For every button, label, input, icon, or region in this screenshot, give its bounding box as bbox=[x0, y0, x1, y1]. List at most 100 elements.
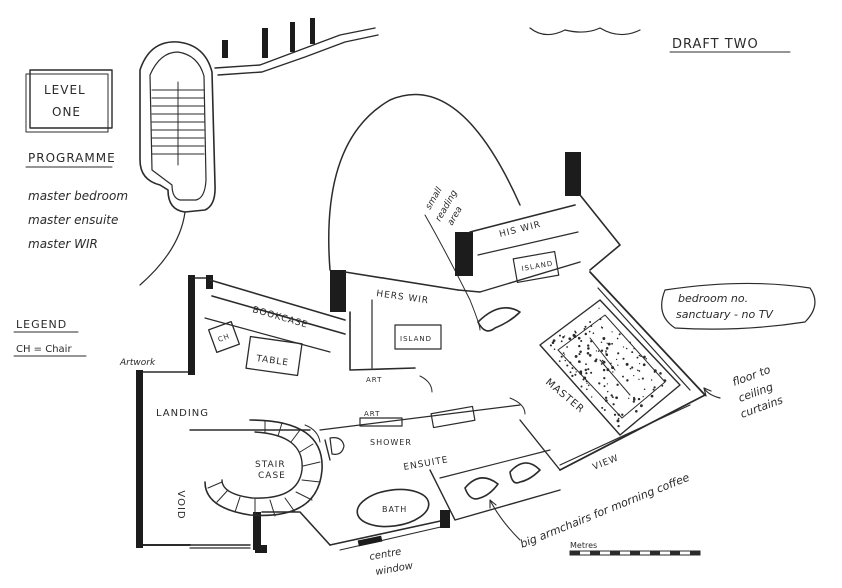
bed-texture-dot bbox=[562, 352, 565, 354]
bed-texture-dot bbox=[577, 336, 581, 340]
bed-texture-dot bbox=[631, 366, 634, 369]
bed-texture-dot bbox=[650, 394, 654, 398]
label-shower: SHOWER bbox=[370, 438, 412, 447]
scale-label: Metres bbox=[570, 541, 597, 550]
bed-texture-dot bbox=[566, 346, 568, 348]
bed-texture-dot bbox=[603, 409, 606, 411]
bed-texture-dot bbox=[578, 344, 581, 348]
bed-texture-dot bbox=[603, 361, 606, 364]
bed-texture-dot bbox=[597, 350, 600, 353]
bed-texture-dot bbox=[578, 361, 581, 364]
bed-texture-dot bbox=[607, 342, 611, 346]
bed-texture-dot bbox=[622, 357, 625, 360]
bed-texture-dot bbox=[611, 342, 614, 345]
bed-texture-dot bbox=[633, 348, 635, 350]
bed-texture-dot bbox=[592, 332, 595, 334]
bed-texture-dot bbox=[571, 374, 574, 378]
spiral-staircase bbox=[204, 419, 323, 517]
bed-texture-dot bbox=[599, 318, 602, 321]
label-bookcase: BOOKCASE bbox=[251, 305, 309, 330]
bed-texture-dot bbox=[594, 359, 597, 363]
label-view: VIEW bbox=[591, 453, 620, 473]
bed-texture-dot bbox=[612, 403, 615, 406]
bed-texture-dot bbox=[605, 347, 609, 350]
bed-texture-dot bbox=[590, 324, 593, 328]
bed-texture-dot bbox=[625, 347, 628, 350]
label-table: TABLE bbox=[255, 354, 290, 369]
draft-label: DRAFT TWO bbox=[672, 37, 759, 52]
bed-texture-dot bbox=[605, 353, 609, 356]
bed-texture-dot bbox=[587, 344, 590, 347]
legend-entry: CH = Chair bbox=[16, 344, 72, 355]
note-armchairs: big armchairs for morning coffee bbox=[518, 471, 691, 551]
bed-texture-dot bbox=[574, 331, 577, 334]
bed-texture-dot bbox=[653, 369, 657, 373]
bed-texture-dot bbox=[626, 379, 629, 382]
bed-texture-dot bbox=[579, 350, 582, 353]
bed-texture-dot bbox=[650, 379, 653, 381]
label-void: VOID bbox=[175, 490, 186, 519]
bed-texture-dot bbox=[637, 397, 641, 401]
bed-texture-dot bbox=[636, 356, 639, 359]
bed-texture-dot bbox=[612, 371, 614, 373]
note-sanctuary-1: bedroom no. bbox=[678, 292, 748, 305]
programme-title: PROGRAMME bbox=[28, 151, 116, 165]
bed-texture-dot bbox=[611, 331, 613, 333]
bed-texture-dot bbox=[585, 368, 587, 371]
bed-texture-dot bbox=[551, 341, 555, 344]
bed-texture-dot bbox=[595, 350, 598, 352]
bed-texture-dot bbox=[617, 364, 619, 366]
bed-texture-dot bbox=[640, 404, 643, 408]
bed-texture-dot bbox=[569, 371, 572, 374]
bed-texture-dot bbox=[558, 360, 561, 362]
bed-texture-dot bbox=[563, 335, 566, 337]
bed-texture-dot bbox=[603, 385, 606, 388]
bed-texture-dot bbox=[587, 384, 590, 387]
bed-texture-dot bbox=[590, 340, 593, 343]
label-hers-wir: HERS WIR bbox=[376, 289, 430, 306]
bed-texture-dot bbox=[566, 364, 569, 367]
bed-texture-dot bbox=[569, 361, 572, 364]
bed-texture-dot bbox=[583, 376, 587, 380]
bed-texture-dot bbox=[564, 354, 566, 356]
top-boundary-fragment bbox=[214, 18, 641, 76]
bed-texture-dot bbox=[574, 368, 577, 370]
bed-texture-dot bbox=[553, 348, 556, 350]
level-label-line2: ONE bbox=[52, 105, 81, 119]
level-box: LEVEL ONE bbox=[25, 69, 113, 133]
bed-texture-dot bbox=[617, 417, 620, 420]
reading-area-outline bbox=[328, 93, 521, 331]
bed-texture-dot bbox=[591, 396, 593, 398]
bed-texture-dot bbox=[574, 373, 577, 376]
label-art-mid: ART bbox=[364, 410, 380, 418]
bed-texture-dot bbox=[585, 372, 588, 375]
bed-texture-dot bbox=[638, 362, 641, 365]
bed-texture-dot bbox=[600, 349, 604, 352]
label-staircase-1: STAIR bbox=[255, 460, 286, 470]
bed-texture-dot bbox=[564, 359, 567, 362]
bed-texture-dot bbox=[629, 367, 632, 370]
bed-texture-dot bbox=[611, 396, 614, 398]
bed-texture-dot bbox=[628, 397, 630, 399]
bed-texture-dot bbox=[600, 363, 603, 365]
bed-texture-dot bbox=[616, 419, 620, 423]
bed-texture-dot bbox=[659, 372, 662, 375]
bed-texture-dot bbox=[584, 332, 588, 336]
bed-texture-dot bbox=[606, 342, 608, 344]
bed-texture-dot bbox=[580, 339, 583, 343]
bed-texture-dot bbox=[653, 386, 656, 389]
sanctuary-note: bedroom no. sanctuary - no TV bbox=[661, 282, 816, 330]
bed-texture-dot bbox=[604, 399, 608, 402]
label-ch: CH bbox=[217, 332, 231, 344]
label-art-top: ART bbox=[366, 376, 382, 384]
bed-texture-dot bbox=[615, 358, 618, 361]
bed-texture-dot bbox=[600, 341, 603, 344]
legend: LEGEND CH = Chair bbox=[13, 318, 87, 357]
bed-texture-dot bbox=[602, 337, 606, 340]
bed-texture-dot bbox=[617, 424, 620, 428]
scale-bar: Metres bbox=[569, 541, 701, 556]
label-island-hers: ISLAND bbox=[400, 335, 432, 343]
level-label-line1: LEVEL bbox=[44, 83, 86, 97]
bed-texture-dot bbox=[601, 406, 604, 409]
bed-texture-dot bbox=[633, 398, 636, 401]
